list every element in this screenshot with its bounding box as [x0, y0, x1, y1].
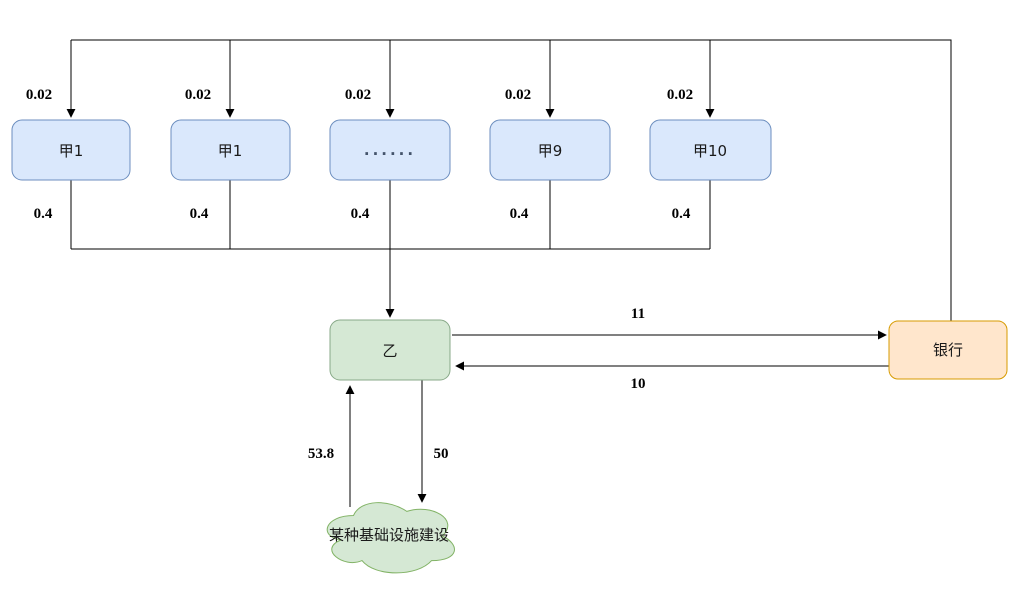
node-yi: 乙 — [329, 319, 451, 381]
label-yi-to-infra: 50 — [434, 446, 449, 462]
node-jia-2: 甲1 — [170, 119, 291, 181]
node-yi-label: 乙 — [382, 342, 397, 360]
node-jia-9: 甲9 — [489, 119, 611, 181]
label-contribution-3: 0.4 — [351, 206, 370, 222]
node-bank: 银行 — [888, 320, 1008, 380]
label-contribution-5: 0.4 — [672, 206, 691, 222]
label-contribution-4: 0.4 — [510, 206, 529, 222]
node-jia-ellipsis: ...... — [329, 119, 451, 181]
label-bank-to-yi: 10 — [631, 376, 646, 392]
node-bank-shape — [888, 320, 1008, 380]
node-jia-2-shape — [170, 119, 291, 181]
node-bank-label: 银行 — [933, 341, 963, 359]
label-interest-1: 0.02 — [26, 87, 52, 103]
node-jia-10-label: 甲10 — [693, 142, 727, 160]
node-jia-ellipsis-label: ...... — [364, 141, 416, 159]
label-interest-2: 0.02 — [185, 87, 211, 103]
node-jia-9-shape — [489, 119, 611, 181]
node-jia-10: 甲10 — [649, 119, 772, 181]
cloud-shape — [326, 502, 455, 574]
node-jia-1: 甲1 — [11, 119, 131, 181]
node-yi-shape — [329, 319, 451, 381]
node-jia-10-shape — [649, 119, 772, 181]
label-contribution-1: 0.4 — [34, 206, 53, 222]
label-contribution-2: 0.4 — [190, 206, 209, 222]
node-jia-9-label: 甲9 — [538, 142, 563, 160]
label-interest-4: 0.02 — [505, 87, 531, 103]
label-interest-5: 0.02 — [667, 87, 693, 103]
label-infra-to-yi: 53.8 — [308, 446, 334, 462]
node-jia-1-label: 甲1 — [59, 142, 84, 160]
node-infrastructure-label: 某种基础设施建设 — [329, 526, 449, 544]
node-jia-2-label: 甲1 — [218, 142, 243, 160]
node-jia-ellipsis-shape — [329, 119, 451, 181]
edge-bank-top-line — [71, 39, 952, 321]
label-yi-to-bank: 11 — [631, 306, 645, 322]
node-jia-1-shape — [11, 119, 131, 181]
label-interest-3: 0.02 — [345, 87, 371, 103]
node-infrastructure-cloud: 某种基础设施建设 — [326, 502, 455, 574]
